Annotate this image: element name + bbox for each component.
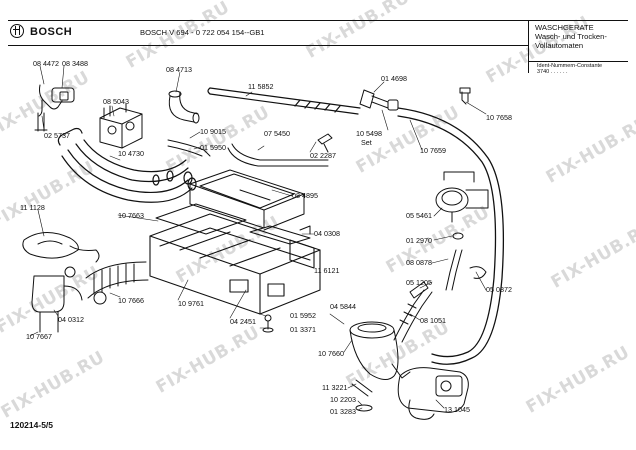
part-label: 10 7667 — [26, 332, 52, 341]
part-label: 10 7666 — [118, 296, 144, 305]
part-label: 10 4730 — [118, 149, 144, 158]
part-label: 10 7658 — [486, 113, 512, 122]
part-label: 04 0308 — [314, 229, 340, 238]
long-hose-part — [207, 87, 361, 115]
dispenser-cover-part — [155, 203, 311, 245]
part-label: Set — [361, 138, 372, 147]
category-line-3: Vollautomaten — [535, 41, 584, 50]
part-label: 01 5952 — [290, 311, 316, 320]
fitting-part — [445, 232, 464, 291]
ident-value: 3740 . . . . . . — [537, 69, 568, 75]
inlet-hoses-part — [57, 127, 197, 203]
bellows-hose-part — [85, 261, 149, 299]
part-label: 11 6121 — [314, 266, 340, 275]
pressure-switch-part — [435, 171, 489, 223]
part-label: 02 2287 — [310, 151, 336, 160]
elbow-hose-part — [168, 90, 200, 124]
part-label: 11 3221 — [322, 383, 348, 392]
bosch-logo-icon — [10, 24, 24, 38]
part-label: 10 9761 — [178, 299, 204, 308]
part-label: 10 7659 — [420, 146, 446, 155]
wire-clip-part — [469, 266, 487, 279]
leader-lines — [29, 65, 487, 411]
part-label: 08 3488 — [62, 59, 88, 68]
part-label: 08 5043 — [103, 97, 129, 106]
part-label: 01 2970 — [406, 236, 432, 245]
hose-clamp-part — [409, 281, 429, 299]
clamp-part — [317, 133, 333, 153]
category-line-1: WASCHGERATE — [535, 23, 594, 32]
part-label: 01 4698 — [381, 74, 407, 83]
part-label: 01 3371 — [290, 325, 316, 334]
small-hardware-part — [351, 379, 373, 412]
part-label: 08 4472 — [33, 59, 59, 68]
part-label: 07 5450 — [264, 129, 290, 138]
ident-rule — [528, 61, 628, 62]
dispenser-housing-part — [149, 213, 321, 315]
part-label: 11 1128 — [20, 203, 45, 212]
header-divider — [528, 20, 529, 73]
part-label: 08 4713 — [166, 65, 192, 74]
pump-hose-part — [393, 289, 433, 343]
part-label: 05 1205 — [406, 278, 432, 287]
solenoid-valve-part — [99, 103, 143, 149]
drain-pump-part — [391, 363, 469, 420]
header-rule-bottom — [8, 45, 528, 46]
part-label: 01 3283 — [330, 407, 356, 416]
category-line-2: Wasch- und Trocken- — [535, 32, 607, 41]
part-label: 04 0312 — [58, 315, 84, 324]
part-label: 08 1051 — [420, 316, 446, 325]
hose-coupling-part — [359, 89, 399, 111]
page-code: 120214-5/5 — [10, 420, 54, 430]
part-label: 10 7663 — [118, 211, 144, 220]
part-label: 04 5844 — [330, 302, 356, 311]
part-label: 05 5461 — [406, 211, 432, 220]
model-line: BOSCH V 694 - 0 722 054 154--GB1 — [140, 28, 265, 37]
part-label: 08 0878 — [406, 258, 432, 267]
part-label: 05 0872 — [486, 285, 512, 294]
siphon-seal-part — [22, 232, 100, 263]
part-label: 10 5498 — [356, 129, 382, 138]
part-label: 10 7660 — [318, 349, 344, 358]
part-label: 10 9015 — [200, 127, 226, 136]
bracket-part — [459, 87, 471, 105]
header-rule-top — [8, 20, 628, 21]
part-label: 11 5852 — [248, 82, 274, 91]
part-label: 04 2451 — [230, 317, 256, 326]
part-label: 02 5737 — [44, 131, 70, 140]
part-label: 08 4895 — [292, 191, 318, 200]
part-label: 13 1045 — [444, 405, 470, 414]
drain-hose-part — [227, 143, 329, 167]
screw-part — [262, 314, 274, 333]
ident-label: Ident-Nummern-Constante — [537, 63, 603, 69]
brand-name: BOSCH — [30, 26, 73, 38]
part-label: 01 5950 — [200, 143, 226, 152]
detergent-drawer-part — [189, 169, 305, 231]
overflow-hose-part — [397, 107, 505, 365]
part-label: 10 2203 — [330, 395, 356, 404]
hose-connector-part — [34, 84, 75, 132]
sump-housing-part — [349, 321, 399, 380]
drain-trap-part — [31, 266, 107, 333]
short-hose-part — [167, 139, 211, 157]
